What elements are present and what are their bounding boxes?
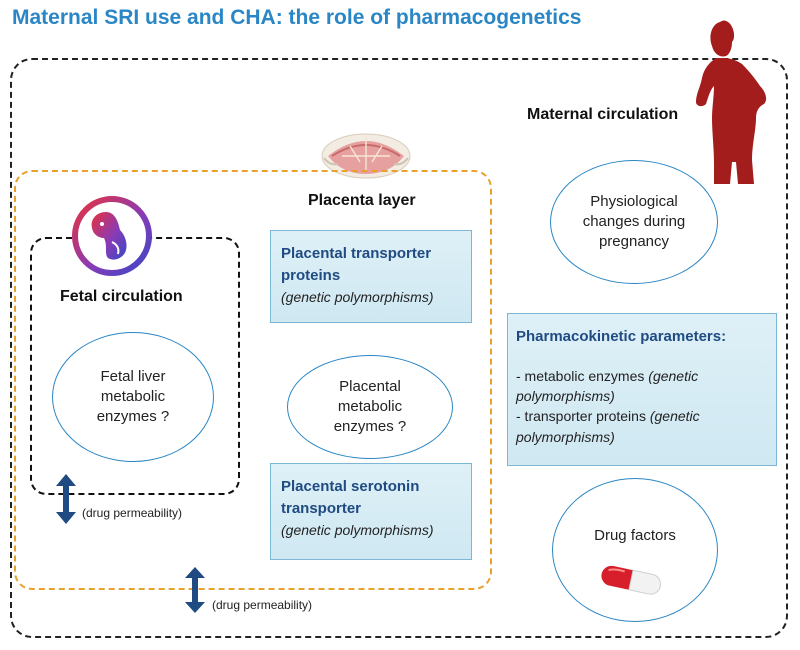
- placental-serotonin-box: Placental serotonin transporter (genetic…: [270, 463, 472, 560]
- page-title: Maternal SRI use and CHA: the role of ph…: [12, 6, 582, 29]
- drug-permeability-label-fetal: (drug permeability): [82, 506, 183, 520]
- woman-silhouette-icon: [696, 20, 767, 184]
- fetal-liver-enzymes-ellipse: Fetal liver metabolic enzymes ?: [52, 332, 214, 462]
- pk-metabolic-enzymes-item: - metabolic enzymes (genetic polymorphis…: [516, 367, 699, 405]
- placenta-icon: [321, 133, 411, 179]
- maternal-circulation-label: Maternal circulation: [527, 106, 679, 123]
- placenta-layer-label: Placenta layer: [308, 192, 416, 209]
- maternal-circulation-box: [10, 58, 788, 638]
- fetus-icon: [72, 196, 152, 276]
- placental-transporter-note: (genetic polymorphisms): [281, 288, 434, 305]
- physiological-changes-ellipse: Physiological changes during pregnancy: [550, 160, 718, 284]
- fetal-circulation-label: Fetal circulation: [60, 288, 183, 305]
- placental-metabolic-enzymes-ellipse: Placental metabolic enzymes ?: [287, 355, 453, 459]
- placental-transporter-heading: Placental transporter proteins: [281, 245, 432, 284]
- placental-transporter-box: Placental transporter proteins (genetic …: [270, 230, 472, 323]
- placental-serotonin-heading: Placental serotonin transporter: [281, 478, 420, 517]
- placenta-layer-box: [14, 170, 492, 590]
- drug-factors-label: Drug factors: [594, 526, 676, 544]
- pk-transporter-proteins-item: - transporter proteins (genetic polymorp…: [516, 408, 700, 445]
- pill-capsule-icon: [601, 565, 662, 595]
- pharmacokinetic-parameters-box: Pharmacokinetic parameters: - metabolic …: [507, 313, 777, 466]
- drug-permeability-label-placenta: (drug permeability): [212, 598, 313, 612]
- drug-factors-ellipse: Drug factors: [552, 478, 718, 622]
- pharmacokinetic-heading: Pharmacokinetic parameters:: [516, 328, 727, 345]
- placental-serotonin-note: (genetic polymorphisms): [281, 521, 434, 538]
- double-arrow-icon: [56, 474, 76, 524]
- double-arrow-icon: [185, 567, 205, 613]
